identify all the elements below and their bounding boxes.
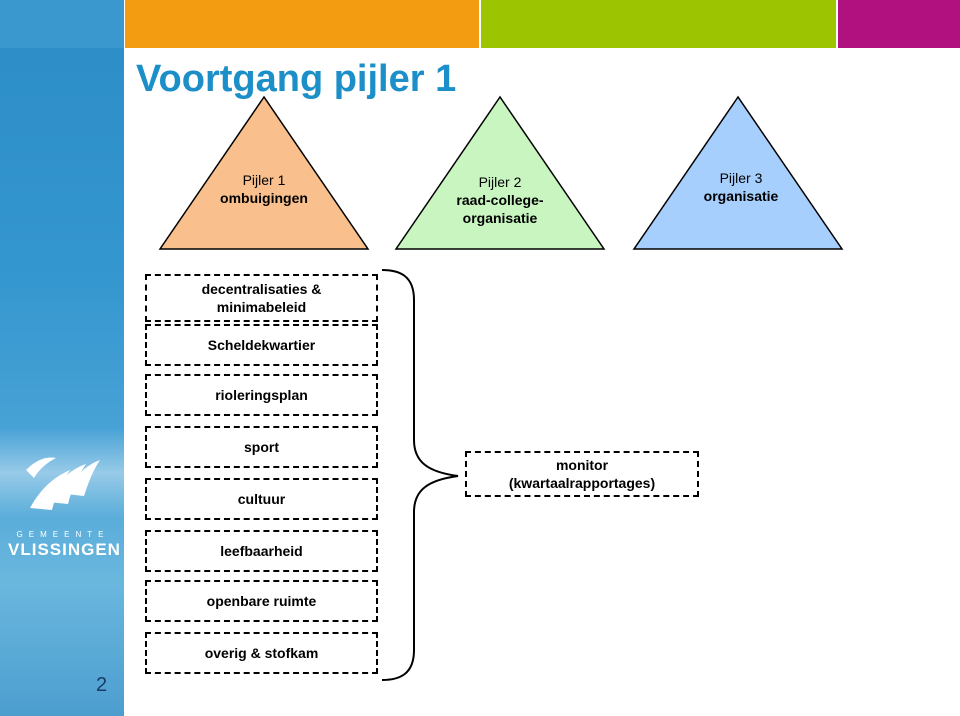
item-box-scheldekwartier: Scheldekwartier	[145, 324, 378, 366]
top-color-bar	[0, 0, 960, 48]
item-box-openbare-ruimte: openbare ruimte	[145, 580, 378, 622]
pillar-3-triangle	[632, 95, 844, 250]
item-box-leefbaarheid: leefbaarheid	[145, 530, 378, 572]
item-label-2: minimabeleid	[216, 299, 307, 315]
vlissingen-logo-icon	[26, 457, 100, 510]
pillar-3-subtitle: organisatie	[703, 188, 779, 204]
page-number: 2	[96, 674, 108, 696]
item-box-decentralisaties: decentralisaties & minimabeleid	[145, 274, 378, 322]
item-label: decentralisaties &	[201, 281, 322, 297]
item-box-sport: sport	[145, 426, 378, 468]
top-bar-blue	[0, 0, 124, 48]
pillar-3-name: Pijler 3	[719, 170, 763, 186]
top-bar-orange	[125, 0, 479, 48]
item-label: leefbaarheid	[220, 543, 303, 559]
pillar-1-subtitle: ombuigingen	[220, 190, 308, 206]
pillar-1-name: Pijler 1	[242, 172, 286, 188]
pillar-3-label: Pijler 3 organisatie	[661, 169, 821, 205]
monitor-sublabel: (kwartaalrapportages)	[508, 475, 656, 491]
monitor-box: monitor (kwartaalrapportages)	[465, 451, 699, 497]
pillar-2-name: Pijler 2	[478, 174, 522, 190]
pillar-1-triangle	[158, 95, 370, 250]
item-box-rioleringsplan: rioleringsplan	[145, 374, 378, 416]
top-bar-green	[481, 0, 836, 48]
slide-title: Voortgang pijler 1	[136, 58, 457, 100]
sidebar-panel	[0, 48, 124, 716]
logo-subtitle: GEMEENTE	[16, 530, 110, 539]
pillar-2-triangle	[394, 95, 606, 250]
item-label: openbare ruimte	[206, 593, 317, 609]
item-box-cultuur: cultuur	[145, 478, 378, 520]
item-box-overig: overig & stofkam	[145, 632, 378, 674]
monitor-label: monitor	[555, 457, 609, 473]
logo-name: VLISSINGEN	[8, 540, 121, 559]
item-label: cultuur	[237, 491, 286, 507]
pillar-1-label: Pijler 1 ombuigingen	[184, 171, 344, 207]
curly-brace	[381, 269, 459, 681]
item-label: rioleringsplan	[215, 387, 308, 403]
pillar-2-subtitle-2: organisatie	[462, 210, 538, 226]
item-label: overig & stofkam	[204, 645, 319, 661]
top-bar-magenta	[838, 0, 960, 48]
pillar-2-subtitle: raad-college-	[456, 192, 544, 208]
item-label: sport	[244, 439, 279, 455]
pillar-2-label: Pijler 2 raad-college- organisatie	[420, 173, 580, 227]
item-label: Scheldekwartier	[207, 337, 316, 353]
